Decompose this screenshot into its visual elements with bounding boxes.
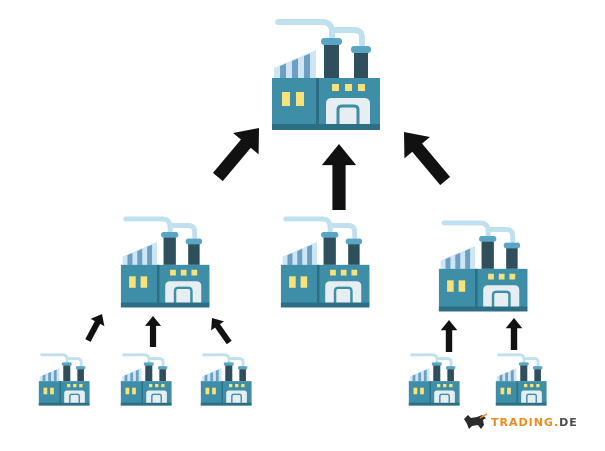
arrow-up-icon	[391, 121, 458, 192]
watermark-dot: .	[553, 415, 560, 429]
bull-logo-icon	[464, 413, 488, 429]
factory-icon	[199, 353, 253, 407]
arrow-up-icon	[321, 144, 357, 210]
factory-icon	[121, 219, 210, 308]
factory-icon	[272, 22, 380, 130]
factory-icon	[37, 353, 91, 407]
factory-icon	[494, 353, 548, 407]
factory-icon	[439, 223, 528, 312]
factory-icon	[119, 353, 173, 407]
arrow-up-icon	[144, 316, 162, 347]
watermark: TRADING.DE	[462, 413, 578, 431]
factory-icon	[281, 219, 370, 308]
watermark-brand: TRADING	[491, 415, 554, 429]
arrow-up-icon	[440, 320, 458, 352]
arrow-up-icon	[81, 310, 109, 345]
arrow-up-icon	[205, 117, 272, 188]
arrow-up-icon	[205, 313, 236, 348]
watermark-tld: DE	[559, 415, 578, 429]
factory-icon	[407, 353, 461, 407]
arrow-up-icon	[505, 318, 523, 350]
watermark-text: TRADING.DE	[491, 416, 578, 429]
